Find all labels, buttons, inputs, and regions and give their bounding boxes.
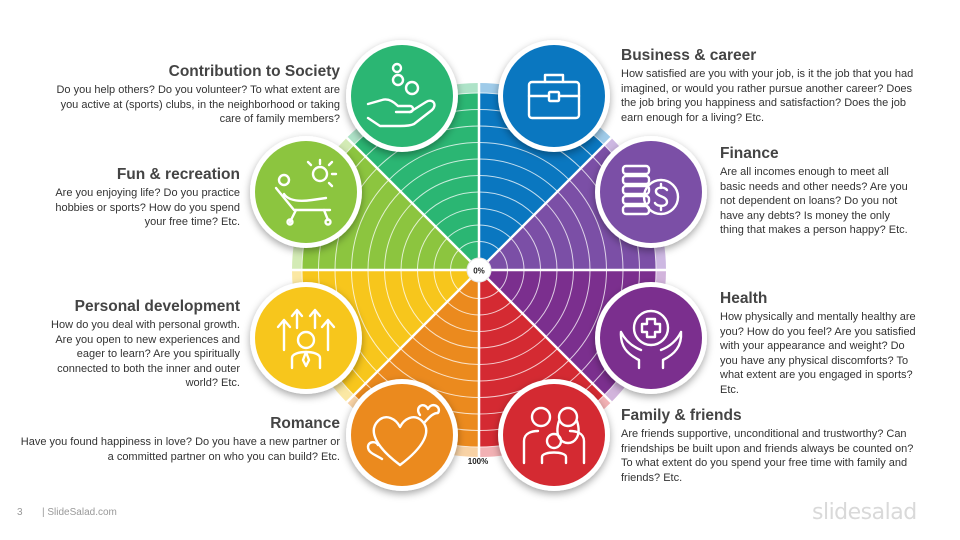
wheel-center: 0% — [466, 257, 492, 283]
segment-title: Contribution to Society — [168, 63, 340, 80]
segment-description: Are all incomes enough to meet all basic… — [720, 166, 908, 236]
segment-title: Business & career — [621, 47, 757, 64]
segment-description: How satisfied are you with your job, is … — [621, 68, 914, 124]
growth-person-icon — [276, 308, 336, 370]
segment-title: Health — [720, 290, 768, 307]
coins-dollar-icon — [621, 164, 680, 216]
hearts-icon — [366, 403, 441, 467]
hearts-icon-circle — [346, 379, 458, 491]
segment-description: Have you found happiness in love? Do you… — [20, 436, 340, 463]
segment-business-career: Business & career How satisfied are you … — [621, 47, 921, 125]
segment-personal-development: Personal development How do you deal wit… — [40, 298, 240, 391]
segment-description: Are friends supportive, unconditional an… — [621, 428, 914, 484]
family-icon-circle — [498, 379, 610, 491]
segment-description: Are you enjoying life? Do you practice h… — [55, 187, 240, 228]
segment-family-friends: Family & friends Are friends supportive,… — [621, 407, 921, 485]
divider-line — [345, 136, 480, 271]
segment-fun-recreation: Fun & recreation Are you enjoying life? … — [40, 166, 240, 230]
segment-title: Fun & recreation — [116, 166, 240, 183]
segment-finance: Finance Are all incomes enough to meet a… — [720, 145, 910, 238]
segment-description: Do you help others? Do you volunteer? To… — [56, 84, 340, 125]
giving-hand-coins-icon-circle — [346, 40, 458, 152]
segment-romance: Romance Have you found happiness in love… — [18, 415, 340, 464]
icon-circles — [250, 40, 707, 491]
segment-title: Romance — [270, 415, 340, 432]
growth-person-icon-circle — [250, 282, 362, 394]
brand-logo: slidesalad — [812, 500, 917, 525]
hands-medical-cross-icon-circle — [595, 282, 707, 394]
giving-hand-coins-icon — [366, 62, 436, 128]
divider-line — [345, 269, 480, 404]
segment-title: Finance — [720, 145, 779, 162]
coins-dollar-icon-circle — [595, 136, 707, 248]
segment-description: How do you deal with personal growth. Ar… — [51, 319, 240, 389]
segment-contribution-society: Contribution to Society Do you help othe… — [40, 63, 340, 127]
family-icon — [522, 406, 586, 465]
divider-line — [478, 136, 613, 271]
segment-health: Health How physically and mentally healt… — [720, 290, 925, 397]
sunbed-icon — [274, 158, 338, 226]
hands-medical-cross-icon — [619, 309, 683, 370]
segment-title: Personal development — [74, 298, 240, 315]
briefcase-icon — [527, 73, 581, 120]
footer-site: | SlideSalad.com — [42, 507, 117, 518]
segment-title: Family & friends — [621, 407, 742, 424]
page-number: 3 — [17, 507, 23, 518]
segment-description: How physically and mentally healthy are … — [720, 311, 916, 396]
center-label: 0% — [473, 267, 485, 276]
outer-label: 100% — [468, 457, 488, 466]
divider-line — [478, 269, 613, 404]
sunbed-icon-circle — [250, 136, 362, 248]
wheel-dividers — [292, 83, 666, 457]
briefcase-icon-circle — [498, 40, 610, 152]
